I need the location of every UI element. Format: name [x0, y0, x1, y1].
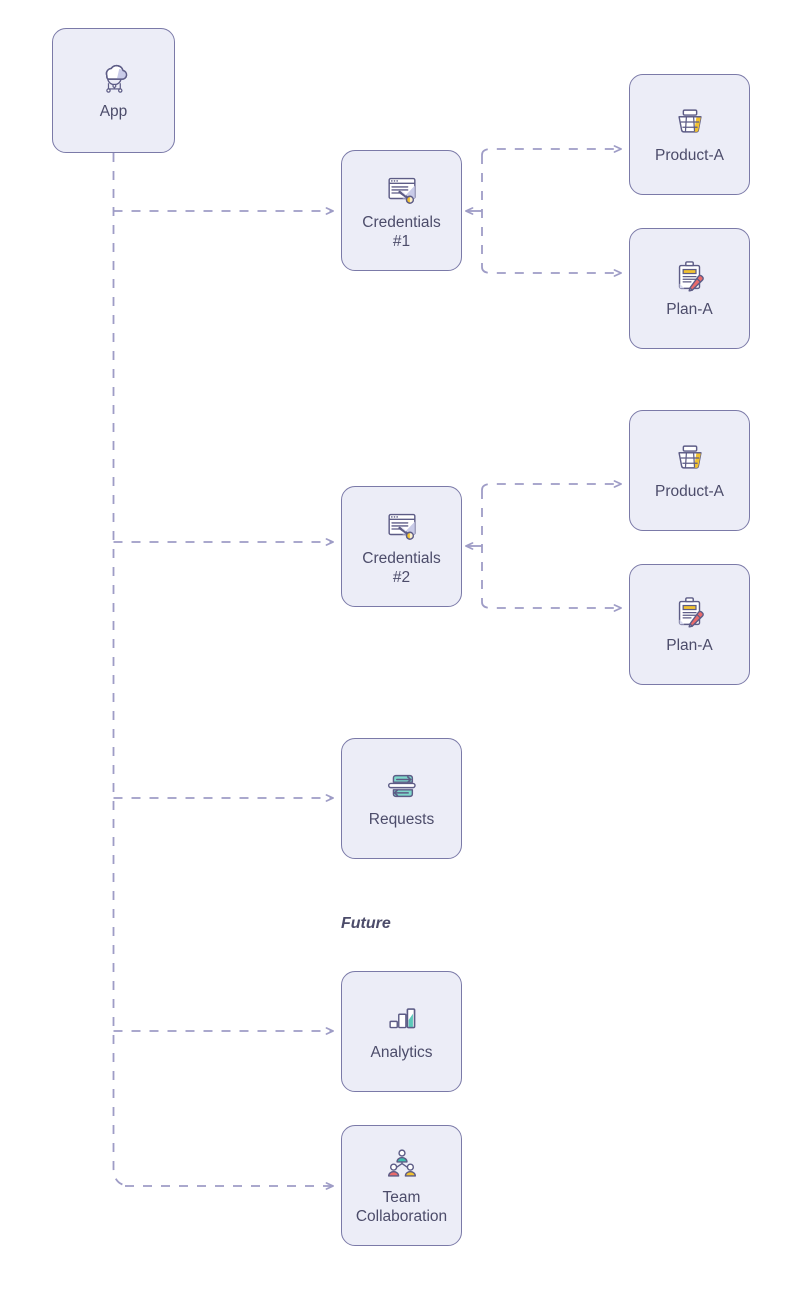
node-label: Credentials #2	[362, 550, 441, 586]
node-label: Analytics	[370, 1044, 433, 1062]
clipboard-pencil-icon	[671, 257, 709, 295]
node-plan-a-1[interactable]: Plan-A	[629, 228, 750, 349]
node-label: App	[99, 103, 128, 121]
node-label: Plan-A	[666, 637, 713, 655]
node-credentials-2[interactable]: Credentials #2	[341, 486, 462, 607]
cloud-network-icon	[95, 59, 133, 97]
bar-chart-icon	[383, 1000, 421, 1038]
node-app[interactable]: App	[52, 28, 175, 153]
node-plan-a-2[interactable]: Plan-A	[629, 564, 750, 685]
browser-key-icon	[383, 170, 421, 208]
node-product-a-2[interactable]: Product-A	[629, 410, 750, 531]
shopping-basket-icon	[671, 439, 709, 477]
node-product-a-1[interactable]: Product-A	[629, 74, 750, 195]
clipboard-pencil-icon	[671, 593, 709, 631]
node-label: Product-A	[655, 147, 724, 165]
edge-credentials-2-branch	[465, 480, 622, 612]
node-label: Credentials #1	[362, 214, 441, 250]
node-label: Requests	[368, 811, 435, 829]
edge-credentials-1-branch	[465, 145, 622, 277]
node-requests[interactable]: Requests	[341, 738, 462, 859]
edge-app-trunk	[112, 153, 132, 1187]
node-team-collaboration[interactable]: Team Collaboration	[341, 1125, 462, 1246]
sync-arrows-icon	[383, 767, 421, 805]
node-label: Plan-A	[666, 301, 713, 319]
browser-key-icon	[383, 506, 421, 544]
node-analytics[interactable]: Analytics	[341, 971, 462, 1092]
team-people-icon	[383, 1145, 421, 1183]
node-label: Team Collaboration	[355, 1189, 448, 1225]
shopping-basket-icon	[671, 103, 709, 141]
group-label-future: Future	[341, 915, 391, 932]
node-label: Product-A	[655, 483, 724, 501]
node-credentials-1[interactable]: Credentials #1	[341, 150, 462, 271]
